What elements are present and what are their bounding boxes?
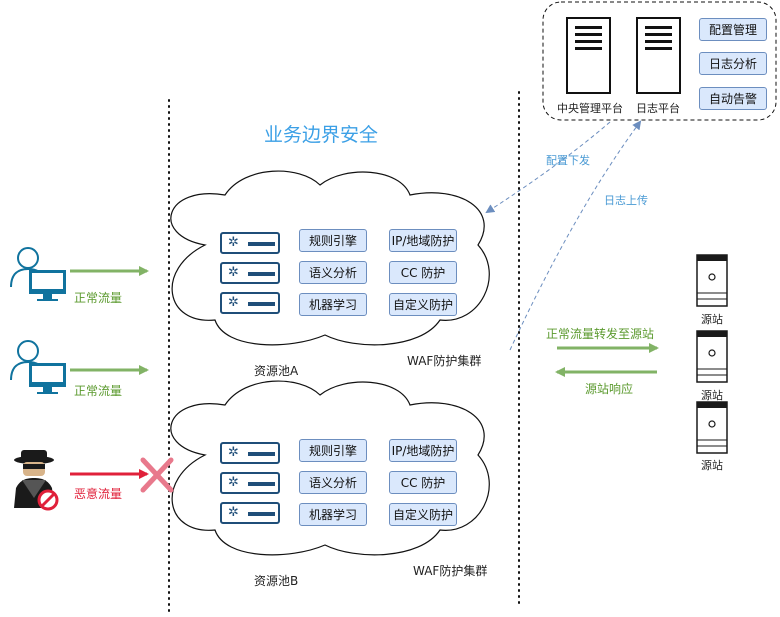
diagram-title: 业务边界安全 [264, 124, 379, 146]
central-server-icon [566, 17, 611, 94]
log-server-icon [636, 17, 681, 94]
module-b-semantic: 语义分析 [299, 471, 367, 494]
module-b-ml: 机器学习 [299, 503, 367, 526]
origin-server-icon-2 [696, 330, 728, 383]
central-platform-label: 中央管理平台 [557, 102, 623, 115]
pool-b-name: 资源池B [254, 574, 299, 588]
response-label: 源站响应 [585, 382, 634, 396]
waf-node-b2: ✲ [220, 472, 280, 494]
function-log-analysis: 日志分析 [699, 52, 767, 75]
user-traffic-label-1: 正常流量 [74, 291, 123, 305]
origin-label-3: 源站 [701, 459, 723, 472]
user-computer-icon-2 [10, 340, 66, 394]
module-b-custom: 自定义防护 [389, 503, 457, 526]
gear-icon: ✲ [228, 235, 239, 250]
pool-a-name: 资源池A [254, 364, 299, 378]
block-x-icon [140, 457, 174, 493]
function-alert: 自动告警 [699, 87, 767, 110]
cloud-pool-b [170, 380, 490, 556]
log-platform-label: 日志平台 [636, 102, 680, 115]
config-down-arrow [485, 121, 611, 214]
waf-node-a2: ✲ [220, 262, 280, 284]
origin-label-1: 源站 [701, 313, 723, 326]
gear-icon: ✲ [228, 265, 239, 280]
module-a-rule-engine: 规则引擎 [299, 229, 367, 252]
gear-icon: ✲ [228, 295, 239, 310]
module-b-ip-geo: IP/地域防护 [389, 439, 457, 462]
module-b-cc: CC 防护 [389, 471, 457, 494]
module-a-ip-geo: IP/地域防护 [389, 229, 457, 252]
waf-node-b1: ✲ [220, 442, 280, 464]
module-b-rule-engine: 规则引擎 [299, 439, 367, 462]
waf-node-b3: ✲ [220, 502, 280, 524]
log-up-label: 日志上传 [604, 194, 648, 207]
hacker-icon [14, 450, 59, 511]
malicious-traffic-label: 恶意流量 [74, 487, 123, 501]
pool-b-cluster: WAF防护集群 [413, 564, 488, 578]
user-computer-icon-1 [10, 247, 66, 301]
origin-server-icon-1 [696, 254, 728, 307]
gear-icon: ✲ [228, 445, 239, 460]
cloud-pool-a [170, 170, 490, 346]
pool-a-cluster: WAF防护集群 [407, 354, 482, 368]
function-config: 配置管理 [699, 18, 767, 41]
forward-label: 正常流量转发至源站 [546, 327, 655, 341]
gear-icon: ✲ [228, 505, 239, 520]
origin-server-icon-3 [696, 401, 728, 454]
waf-node-a3: ✲ [220, 292, 280, 314]
waf-node-a1: ✲ [220, 232, 280, 254]
module-a-custom: 自定义防护 [389, 293, 457, 316]
origin-label-2: 源站 [701, 389, 723, 402]
module-a-cc: CC 防护 [389, 261, 457, 284]
log-up-arrow [509, 120, 642, 351]
gear-icon: ✲ [228, 475, 239, 490]
module-a-semantic: 语义分析 [299, 261, 367, 284]
user-traffic-label-2: 正常流量 [74, 384, 123, 398]
config-down-label: 配置下发 [546, 154, 590, 167]
module-a-ml: 机器学习 [299, 293, 367, 316]
